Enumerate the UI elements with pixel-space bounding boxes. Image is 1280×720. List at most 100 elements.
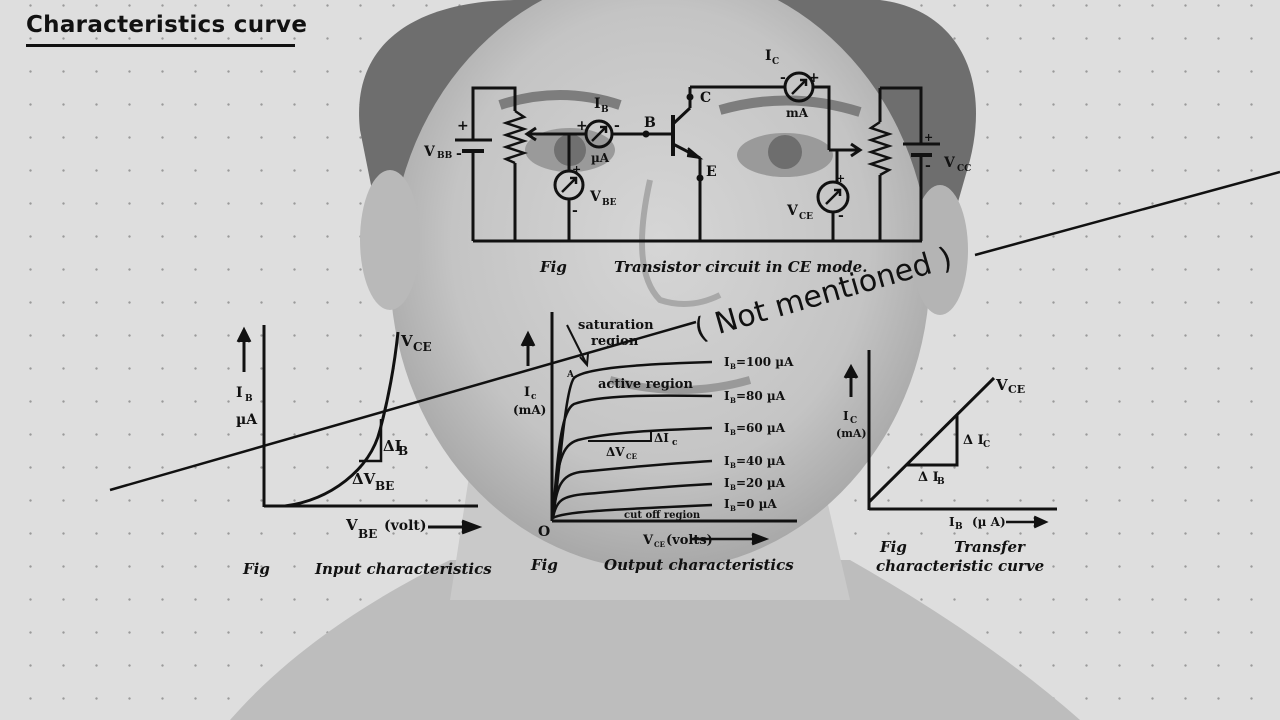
svg-text:V: V <box>943 155 956 171</box>
svg-text:-: - <box>780 70 786 86</box>
svg-text:CE: CE <box>413 340 432 354</box>
svg-text:c: c <box>531 392 537 402</box>
svg-text:O: O <box>538 524 550 540</box>
svg-text:+: + <box>457 118 469 134</box>
title-underline <box>26 44 295 47</box>
svg-text:Input characteristics: Input characteristics <box>314 560 492 578</box>
svg-text:saturation: saturation <box>578 318 654 333</box>
svg-text:V: V <box>589 189 602 205</box>
svg-text:( Not mentioned ): ( Not mentioned ) <box>691 241 957 348</box>
svg-text:BE: BE <box>358 527 377 541</box>
svg-text:+: + <box>836 172 845 185</box>
svg-text:-: - <box>925 158 931 174</box>
svg-text:mA: mA <box>786 106 809 120</box>
svg-text:V: V <box>400 332 413 350</box>
svg-text:Fig: Fig <box>879 538 907 556</box>
svg-text:B: B <box>398 444 408 458</box>
svg-text:I: I <box>524 385 530 400</box>
svg-text:active region: active region <box>598 377 693 392</box>
svg-text:I: I <box>594 96 601 112</box>
svg-text:ΔI: ΔI <box>383 437 402 455</box>
svg-text:CC: CC <box>957 164 971 174</box>
svg-text:+: + <box>924 131 933 144</box>
svg-text:CE: CE <box>1008 383 1025 396</box>
svg-text:I: I <box>843 409 849 423</box>
svg-text:B: B <box>730 483 736 492</box>
output-characteristics-chart: saturation region A active region cut of… <box>513 312 797 574</box>
svg-text:=80 µA: =80 µA <box>736 389 786 403</box>
svg-text:V: V <box>423 144 436 160</box>
svg-text:B: B <box>730 362 736 371</box>
svg-text:B: B <box>937 477 945 487</box>
svg-text:characteristic curve: characteristic curve <box>876 557 1044 575</box>
svg-text:CE: CE <box>799 212 813 222</box>
svg-text:I: I <box>949 515 955 529</box>
svg-text:-: - <box>572 203 578 219</box>
svg-text:region: region <box>591 334 639 349</box>
svg-text:ΔV: ΔV <box>606 445 625 459</box>
svg-text:-: - <box>614 118 620 134</box>
svg-text:V: V <box>786 203 799 219</box>
svg-text:V: V <box>642 533 654 548</box>
svg-text:ΔV: ΔV <box>352 470 376 488</box>
svg-text:I: I <box>724 454 730 468</box>
svg-text:=0 µA: =0 µA <box>736 497 777 511</box>
svg-text:=60 µA: =60 µA <box>736 421 786 435</box>
svg-text:B: B <box>730 504 736 513</box>
svg-text:(µ A): (µ A) <box>972 515 1006 529</box>
svg-text:I: I <box>765 48 772 64</box>
svg-text:(volts): (volts) <box>666 533 713 548</box>
svg-text:BB: BB <box>437 151 453 161</box>
svg-text:B: B <box>730 396 736 405</box>
svg-text:cut off region: cut off region <box>624 510 701 521</box>
circuit-caption: Transistor circuit in CE mode. <box>614 258 867 276</box>
circuit-nodes <box>642 93 704 182</box>
svg-text:Δ I: Δ I <box>963 433 984 448</box>
svg-text:(volt): (volt) <box>384 518 427 534</box>
svg-text:=40 µA: =40 µA <box>736 454 786 468</box>
svg-text:C: C <box>772 57 779 67</box>
svg-text:I: I <box>724 355 730 369</box>
svg-text:BE: BE <box>375 479 394 493</box>
svg-text:I: I <box>236 385 243 401</box>
svg-text:BE: BE <box>602 198 617 208</box>
svg-text:CE: CE <box>626 452 637 461</box>
svg-text:C: C <box>700 90 711 106</box>
svg-text:+: + <box>572 163 581 176</box>
svg-text:Output characteristics: Output characteristics <box>604 556 794 574</box>
ib-curve-labels: I B =100 µA I B =80 µA I B =60 µA I B =4… <box>724 355 794 513</box>
svg-text:-: - <box>456 146 462 162</box>
svg-text:Fig: Fig <box>530 556 558 574</box>
svg-text:C: C <box>983 440 990 450</box>
svg-text:+: + <box>576 118 588 134</box>
svg-text:ΔI: ΔI <box>654 431 669 445</box>
svg-text:(mA): (mA) <box>513 403 546 417</box>
ce-mode-circuit <box>455 71 940 243</box>
svg-text:c: c <box>672 438 678 448</box>
svg-text:Transfer: Transfer <box>954 538 1026 556</box>
svg-text:I: I <box>724 497 730 511</box>
svg-text:=20 µA: =20 µA <box>736 476 786 490</box>
svg-text:V: V <box>995 376 1008 394</box>
svg-text:V: V <box>345 516 358 534</box>
svg-text:E: E <box>706 164 717 180</box>
svg-text:+: + <box>808 70 820 86</box>
svg-text:B: B <box>601 105 609 115</box>
svg-text:Fig: Fig <box>242 560 270 578</box>
svg-text:B: B <box>730 428 736 437</box>
input-characteristics-chart: I B µA V CE ΔI B ΔV BE V BE (volt) Fig I… <box>236 325 492 578</box>
svg-text:I: I <box>724 389 730 403</box>
svg-text:B: B <box>730 461 736 470</box>
svg-text:=100 µA: =100 µA <box>736 355 794 369</box>
svg-text:Δ I: Δ I <box>918 470 939 485</box>
slide-title: Characteristics curve <box>26 12 308 38</box>
svg-text:A: A <box>566 370 575 380</box>
svg-text:I: I <box>724 421 730 435</box>
svg-text:-: - <box>838 208 844 224</box>
svg-text:C: C <box>850 416 857 426</box>
svg-text:CE: CE <box>654 540 665 549</box>
circuit-labels: V BB + - I B + - µA + - V BE B C E I C -… <box>423 48 971 224</box>
not-mentioned-annotation: ( Not mentioned ) <box>109 170 1280 492</box>
